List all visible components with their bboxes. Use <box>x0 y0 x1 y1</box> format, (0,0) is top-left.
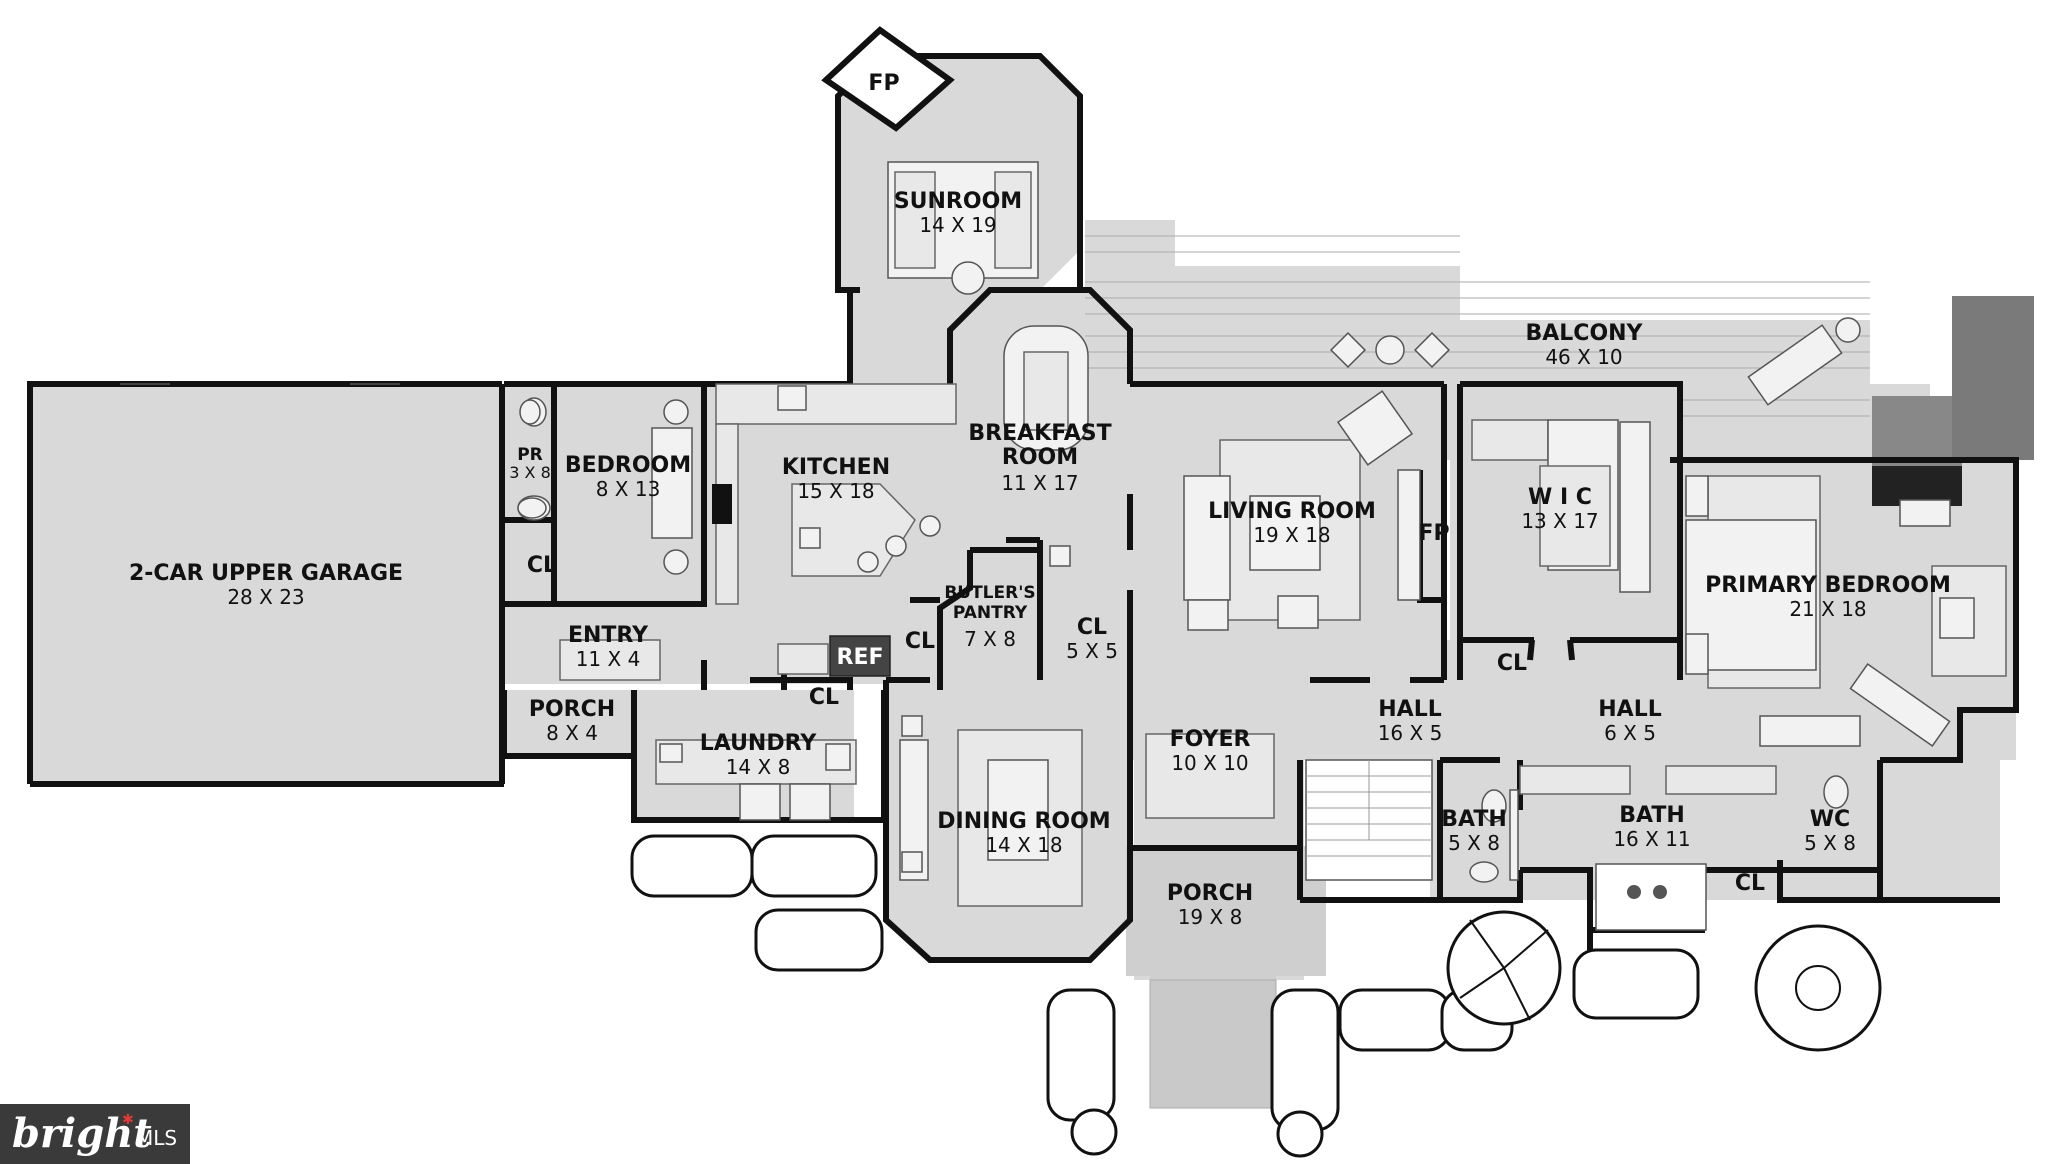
balcony-dim: 46 X 10 <box>1545 345 1622 369</box>
bath-main-name: BATH <box>1619 803 1685 828</box>
wic-dim: 13 X 17 <box>1521 509 1598 533</box>
dining-dim: 14 X 18 <box>985 833 1062 857</box>
pantry-name-1: BUTLER'S <box>944 583 1035 603</box>
cl-bath-name: CL <box>1735 871 1765 896</box>
entry-dim: 11 X 4 <box>576 647 641 671</box>
garage-name: 2-CAR UPPER GARAGE <box>129 561 403 586</box>
hall-main-dim: 16 X 5 <box>1378 721 1443 745</box>
logo-brand-text: bright <box>12 1110 152 1157</box>
fp-sunroom-name: FP <box>868 71 899 96</box>
cl-bedroom-name: CL <box>527 553 557 578</box>
pr-dim: 3 X 8 <box>509 463 551 482</box>
pantry-name-2: PANTRY <box>953 603 1028 623</box>
logo-star-icon: ✱ <box>122 1112 134 1128</box>
ref-name: REF <box>837 645 884 670</box>
pantry-dim: 7 X 8 <box>964 627 1016 651</box>
porch-side-dim: 8 X 4 <box>546 721 598 745</box>
fp-living-name: FP <box>1418 521 1449 546</box>
breakfast-dim: 11 X 17 <box>1001 471 1078 495</box>
garage-dim: 28 X 23 <box>227 585 304 609</box>
landscape <box>630 834 1882 1158</box>
brand-logo: bright ✱ MLS <box>0 1104 190 1164</box>
primary-name: PRIMARY BEDROOM <box>1705 573 1951 598</box>
primary-dim: 21 X 18 <box>1789 597 1866 621</box>
dining-name: DINING ROOM <box>937 809 1110 834</box>
hall-small-name: HALL <box>1598 697 1661 722</box>
kitchen-dim: 15 X 18 <box>797 479 874 503</box>
entry-name: ENTRY <box>568 623 649 648</box>
bedroom-dim: 8 X 13 <box>596 477 661 501</box>
laundry-name: LAUNDRY <box>700 731 818 756</box>
furniture <box>120 26 2007 1109</box>
room-labels: 2-CAR UPPER GARAGE 28 X 23 PR 3 X 8 BEDR… <box>129 71 1951 929</box>
wic-name: W I C <box>1528 485 1592 510</box>
bath-small-name: BATH <box>1441 807 1507 832</box>
porch-side-name: PORCH <box>529 697 615 722</box>
wc-dim: 5 X 8 <box>1804 831 1856 855</box>
porch-front-dim: 19 X 8 <box>1178 905 1243 929</box>
breakfast-name-1: BREAKFAST <box>968 421 1111 446</box>
sunroom-name: SUNROOM <box>894 189 1022 214</box>
wc-name: WC <box>1810 807 1850 832</box>
cl-kitchen-name: CL <box>905 629 935 654</box>
pr-name: PR <box>517 445 543 465</box>
laundry-dim: 14 X 8 <box>726 755 791 779</box>
breakfast-name-2: ROOM <box>1002 445 1078 470</box>
balcony-deck <box>1085 235 2034 506</box>
foyer-dim: 10 X 10 <box>1171 751 1248 775</box>
living-dim: 19 X 18 <box>1253 523 1330 547</box>
balcony-name: BALCONY <box>1525 321 1643 346</box>
logo-suffix-text: MLS <box>136 1126 178 1150</box>
bedroom-name: BEDROOM <box>565 453 691 478</box>
bath-small-dim: 5 X 8 <box>1448 831 1500 855</box>
cl-pantry-name: CL <box>1077 615 1107 640</box>
cl-laundry-name: CL <box>809 685 839 710</box>
kitchen-name: KITCHEN <box>782 455 890 480</box>
foyer-name: FOYER <box>1170 727 1251 752</box>
hall-small-dim: 6 X 5 <box>1604 721 1656 745</box>
cl-wic-name: CL <box>1497 651 1527 676</box>
sunroom-dim: 14 X 19 <box>919 213 996 237</box>
hall-main-name: HALL <box>1378 697 1441 722</box>
cl-pantry-dim: 5 X 5 <box>1066 639 1118 663</box>
living-name: LIVING ROOM <box>1208 499 1376 524</box>
porch-front-name: PORCH <box>1167 881 1253 906</box>
bath-main-dim: 16 X 11 <box>1613 827 1690 851</box>
